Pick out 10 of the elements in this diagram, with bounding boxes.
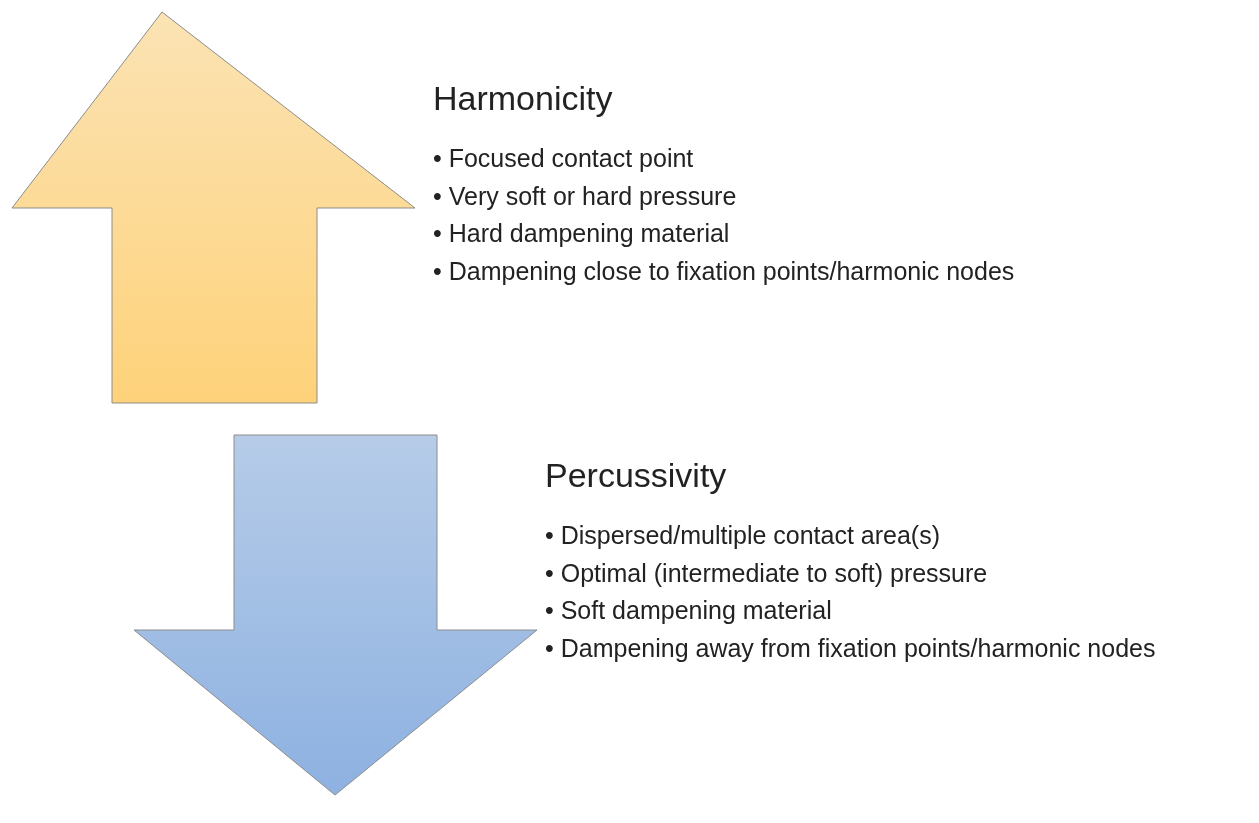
section-heading: Harmonicity [433, 78, 613, 118]
bullet-item: • Soft dampening material [545, 595, 833, 626]
bullet-item: • Hard dampening material [433, 218, 731, 249]
bullet-item: • Focused contact point [433, 143, 695, 174]
bullet-item: • Dispersed/multiple contact area(s) [545, 520, 942, 551]
bullet-item: • Dampening close to fixation points/harmonic nodes [433, 255, 1015, 287]
section-heading: Percussivity [545, 455, 727, 495]
bullet-item: • Very soft or hard pressure [433, 180, 738, 212]
bullet-item: • Dampening away from fixation points/harmonic nodes [545, 632, 1157, 664]
bullet-item: • Optimal (intermediate to soft) pressure [545, 557, 989, 589]
